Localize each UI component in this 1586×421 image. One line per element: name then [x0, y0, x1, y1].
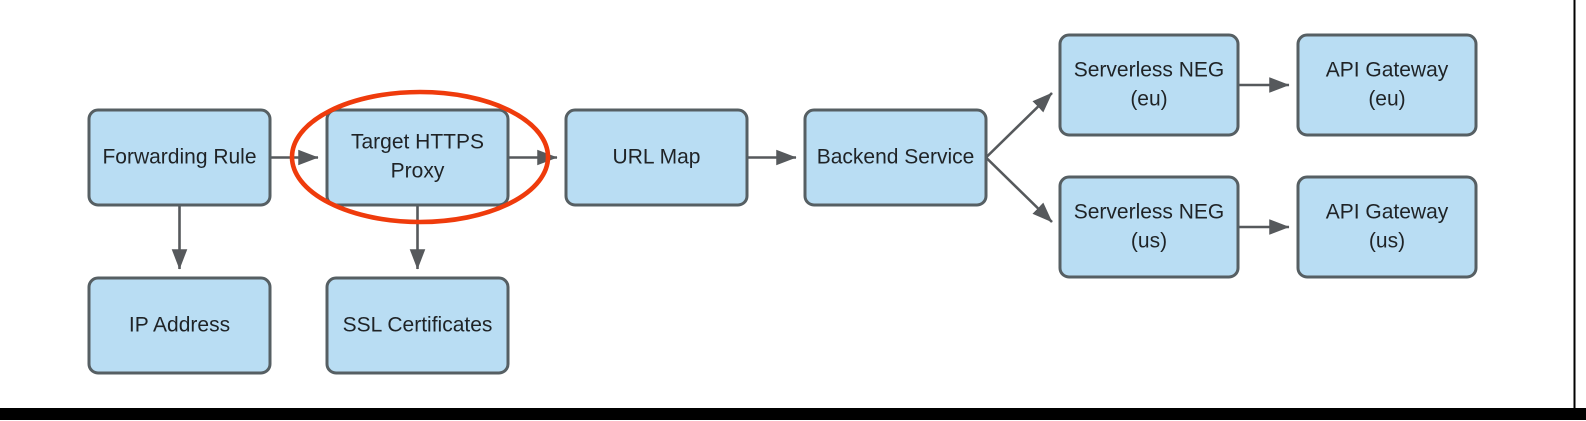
node-box-target-https-proxy[interactable]: [325, 108, 510, 207]
node-box-ssl-certificates[interactable]: [325, 276, 510, 375]
highlight-ellipse-target-https-proxy: [289, 89, 551, 225]
node-url-map[interactable]: URL Map: [564, 108, 749, 207]
node-label-serverless-neg-us-line1: Serverless NEG: [1074, 201, 1225, 224]
node-label-ssl-certificates: SSL Certificates: [343, 314, 493, 337]
node-forwarding-rule[interactable]: Forwarding Rule: [87, 108, 272, 207]
node-box-serverless-neg-us[interactable]: [1058, 175, 1240, 279]
node-label-api-gateway-eu-line2: (eu): [1368, 88, 1405, 111]
node-api-gateway-us[interactable]: API Gateway (us): [1296, 175, 1478, 279]
edge-backend-to-neg-eu: [985, 92, 1053, 159]
node-backend-service[interactable]: Backend Service: [803, 108, 988, 207]
node-target-https-proxy[interactable]: Target HTTPS Proxy: [325, 108, 510, 207]
node-box-api-gateway-eu[interactable]: [1296, 33, 1478, 137]
node-box-serverless-neg-eu[interactable]: [1058, 33, 1240, 137]
node-box-forwarding-rule[interactable]: [87, 108, 272, 207]
node-label-api-gateway-us-line2: (us): [1369, 230, 1405, 253]
edge-layer: [171, 77, 1290, 270]
node-box-ip-address[interactable]: [87, 276, 272, 375]
node-label-api-gateway-us-line1: API Gateway: [1326, 201, 1449, 224]
node-label-target-https-proxy-line2: Proxy: [391, 160, 445, 183]
node-label-backend-service: Backend Service: [817, 146, 975, 169]
node-ip-address[interactable]: IP Address: [87, 276, 272, 375]
node-label-target-https-proxy-line1: Target HTTPS: [351, 131, 484, 154]
node-serverless-neg-eu[interactable]: Serverless NEG (eu): [1058, 33, 1240, 137]
node-ssl-certificates[interactable]: SSL Certificates: [325, 276, 510, 375]
node-box-backend-service[interactable]: [803, 108, 988, 207]
node-box-api-gateway-us[interactable]: [1296, 175, 1478, 279]
node-box-url-map[interactable]: [564, 108, 749, 207]
node-api-gateway-eu[interactable]: API Gateway (eu): [1296, 33, 1478, 137]
node-label-serverless-neg-us-line2: (us): [1131, 230, 1167, 253]
node-label-serverless-neg-eu-line2: (eu): [1130, 88, 1167, 111]
node-label-forwarding-rule: Forwarding Rule: [102, 146, 256, 169]
node-label-url-map: URL Map: [613, 146, 701, 169]
node-label-ip-address: IP Address: [129, 314, 230, 337]
node-label-api-gateway-eu-line1: API Gateway: [1326, 59, 1449, 82]
node-serverless-neg-us[interactable]: Serverless NEG (us): [1058, 175, 1240, 279]
node-label-serverless-neg-eu-line1: Serverless NEG: [1074, 59, 1225, 82]
edge-backend-to-neg-us: [985, 156, 1053, 223]
